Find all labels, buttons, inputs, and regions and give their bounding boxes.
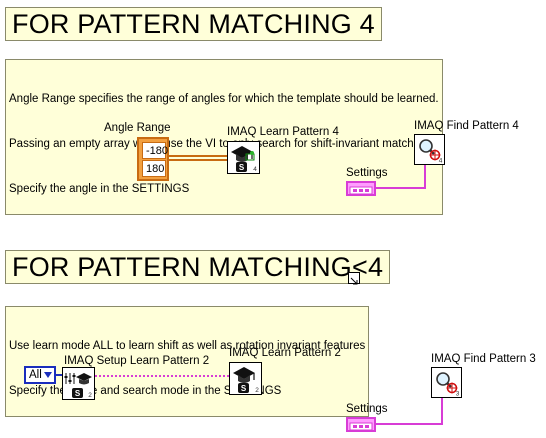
section2-title: FOR PATTERN MATCHING<4 (5, 250, 391, 284)
section1-note-line: Passing an empty array will cause the VI… (9, 138, 429, 150)
cluster-icon (349, 186, 373, 195)
find-pattern-3-label: IMAQ Find Pattern 3 (431, 353, 536, 365)
resize-handle-icon[interactable] (348, 272, 360, 285)
settings-wire (376, 187, 426, 189)
learn-mode-enum[interactable]: All (24, 366, 56, 384)
angle-range-wire (169, 159, 227, 161)
settings-wire-2 (376, 423, 443, 425)
angle-range-array[interactable]: -180 180 (137, 137, 169, 181)
settings-wire (424, 165, 426, 189)
section1-note-line: Specify the angle in the SETTINGS (9, 183, 190, 195)
svg-text:S: S (239, 163, 245, 172)
settings-label: Settings (346, 167, 388, 179)
setup-learn-pattern-2-label: IMAQ Setup Learn Pattern 2 (64, 355, 210, 367)
learn-mode-value: All (29, 369, 42, 381)
section1-note: Angle Range specifies the range of angle… (5, 59, 443, 215)
enum-dropdown-icon (44, 372, 52, 378)
find-pattern-3-vi[interactable]: 3 (431, 367, 462, 398)
svg-text:S: S (75, 389, 81, 398)
setup-to-learn-wire (95, 375, 229, 377)
settings-label-2: Settings (346, 403, 388, 415)
settings-wire-2 (441, 398, 443, 425)
section1-title: FOR PATTERN MATCHING 4 (5, 7, 382, 41)
sliders-icon: S 2 (64, 373, 92, 399)
setup-learn-pattern-2-badge: 2 (88, 392, 92, 399)
graduation-cap-icon: S 2 (233, 367, 259, 394)
find-pattern-4-vi[interactable]: 4 (414, 134, 445, 165)
angle-range-wire (169, 155, 227, 157)
angle-range-max[interactable]: 180 (142, 160, 166, 177)
magnifier-icon: 3 (436, 372, 460, 398)
learn-pattern-4-vi[interactable]: S 4 (227, 141, 260, 174)
learn-pattern-4-badge: 4 (253, 166, 257, 173)
learn-mode-wire (56, 374, 64, 376)
setup-learn-pattern-2-vi[interactable]: S 2 (62, 367, 95, 400)
learn-pattern-2-vi[interactable]: S 2 (229, 362, 262, 395)
find-pattern-4-badge: 4 (439, 158, 443, 165)
section1-note-line: Angle Range specifies the range of angle… (9, 93, 439, 105)
angle-range-label: Angle Range (104, 122, 171, 134)
section2-note-line: Use learn mode ALL to learn shift as wel… (9, 340, 366, 352)
graduation-cap-icon: S 4 (231, 146, 257, 173)
learn-pattern-2-label: IMAQ Learn Pattern 2 (229, 347, 341, 359)
find-pattern-4-label: IMAQ Find Pattern 4 (414, 120, 519, 132)
find-pattern-3-badge: 3 (456, 391, 460, 398)
angle-range-min[interactable]: -180 (142, 142, 168, 159)
learn-pattern-4-label: IMAQ Learn Pattern 4 (227, 126, 339, 138)
settings-cluster-control-2[interactable] (346, 417, 376, 432)
svg-text:S: S (241, 384, 247, 393)
section2-note: Use learn mode ALL to learn shift as wel… (5, 306, 370, 417)
magnifier-icon: 4 (419, 139, 443, 165)
learn-pattern-2-badge: 2 (255, 387, 259, 394)
cluster-icon (349, 422, 373, 431)
settings-cluster-control[interactable] (346, 181, 376, 196)
